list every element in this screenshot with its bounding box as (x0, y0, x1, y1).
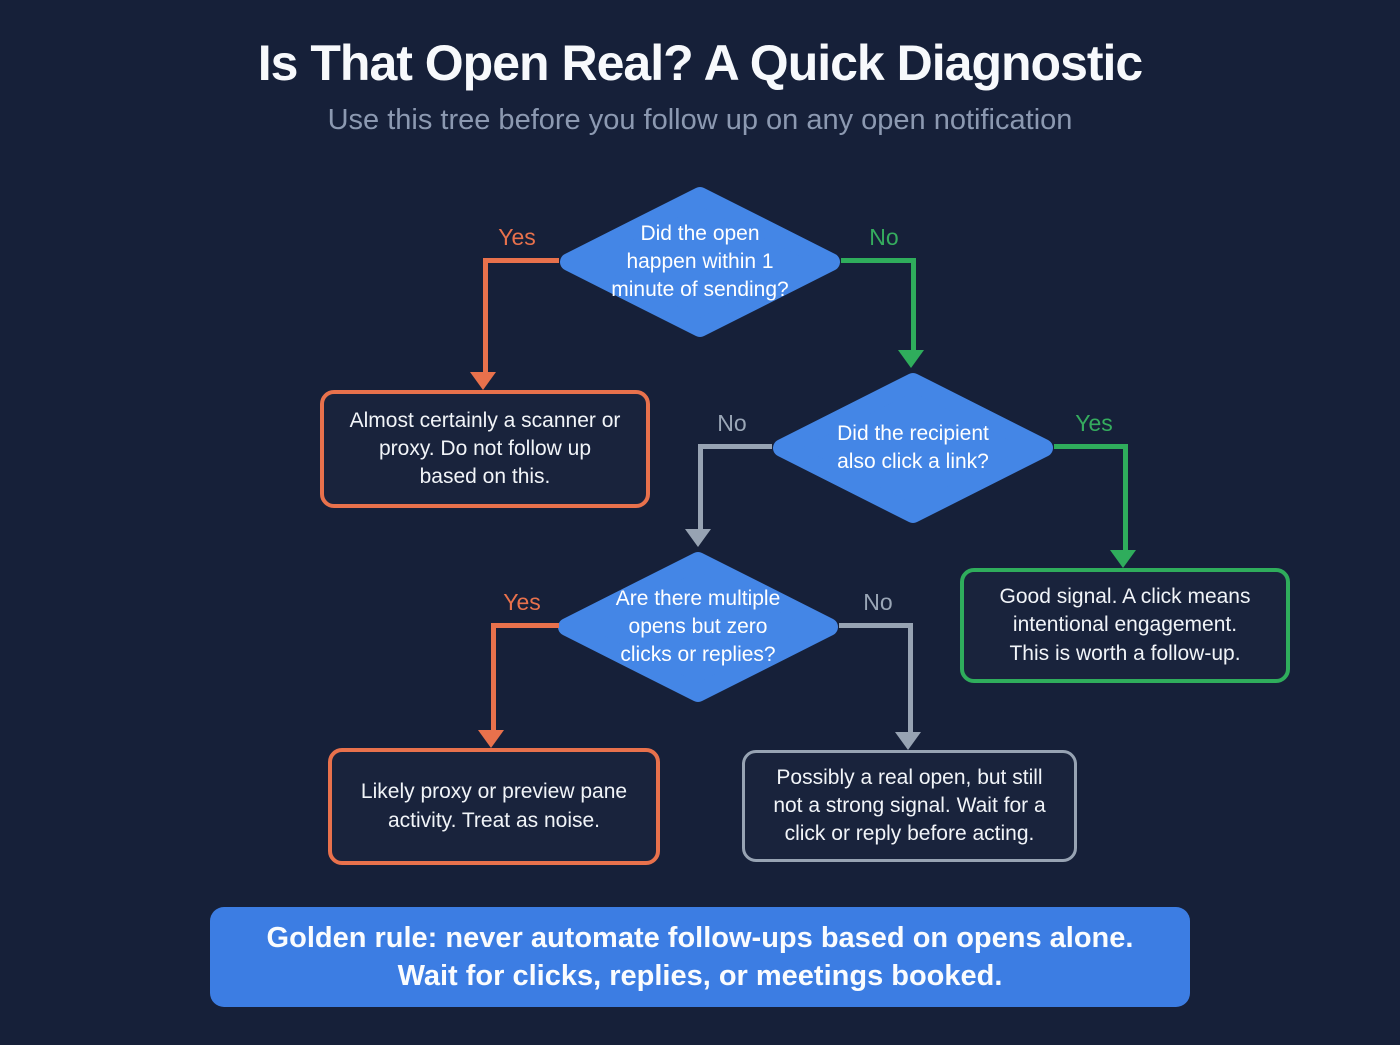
arrowhead-d3-no (895, 732, 921, 750)
arrowhead-d3-yes (478, 730, 504, 748)
connector-d2-yes-vertical (1123, 444, 1128, 552)
branch-label-d1-no: No (869, 224, 899, 250)
outcome-box-good-signal: Good signal. A click means intentional e… (960, 568, 1290, 683)
branch-label-d3-yes: Yes (503, 589, 541, 615)
diamond-shape (773, 373, 1053, 523)
connector-d3-no-horizontal (839, 623, 913, 628)
connector-d3-yes-horizontal (491, 623, 559, 628)
outcome-box-proxy-noise: Likely proxy or preview pane activity. T… (328, 748, 660, 865)
decision-open-timing-text: Did the open happen within 1 minute of s… (611, 222, 789, 301)
branch-label-d3-no: No (863, 589, 893, 615)
connector-d3-yes-vertical (491, 623, 496, 732)
diamond-shape (558, 552, 838, 702)
connector-d1-no-horizontal (841, 258, 916, 263)
arrowhead-d1-yes (470, 372, 496, 390)
connector-d2-no-horizontal (698, 444, 772, 449)
branch-label-d2-yes: Yes (1075, 410, 1113, 436)
branch-label-d1-yes: Yes (498, 224, 536, 250)
decision-click-link: Did the recipient also click a link? (768, 368, 1058, 528)
decision-multiple-opens: Are there multiple opens but zero clicks… (553, 547, 843, 707)
decision-multiple-opens-text: Are there multiple opens but zero clicks… (615, 587, 781, 666)
arrowhead-d2-yes (1110, 550, 1136, 568)
page-subtitle: Use this tree before you follow up on an… (327, 104, 1073, 136)
arrowhead-d2-no (685, 529, 711, 547)
page-title: Is That Open Real? A Quick Diagnostic (257, 35, 1143, 91)
golden-rule-banner: Golden rule: never automate follow-ups b… (210, 907, 1190, 1007)
diamond-shape (560, 187, 840, 337)
outcome-box-scanner-proxy: Almost certainly a scanner or proxy. Do … (320, 390, 650, 508)
decision-open-timing: Did the open happen within 1 minute of s… (555, 182, 845, 342)
connector-d1-no-vertical (911, 258, 916, 352)
connector-d2-no-vertical (698, 444, 703, 531)
connector-d1-yes-horizontal (483, 258, 559, 263)
connector-d2-yes-horizontal (1054, 444, 1128, 449)
outcome-box-weak-open: Possibly a real open, but still not a st… (742, 750, 1077, 862)
connector-d3-no-vertical (908, 623, 913, 734)
branch-label-d2-no: No (717, 410, 747, 436)
arrowhead-d1-no (898, 350, 924, 368)
connector-d1-yes-vertical (483, 258, 488, 374)
decision-click-link-text: Did the recipient also click a link? (837, 422, 989, 473)
